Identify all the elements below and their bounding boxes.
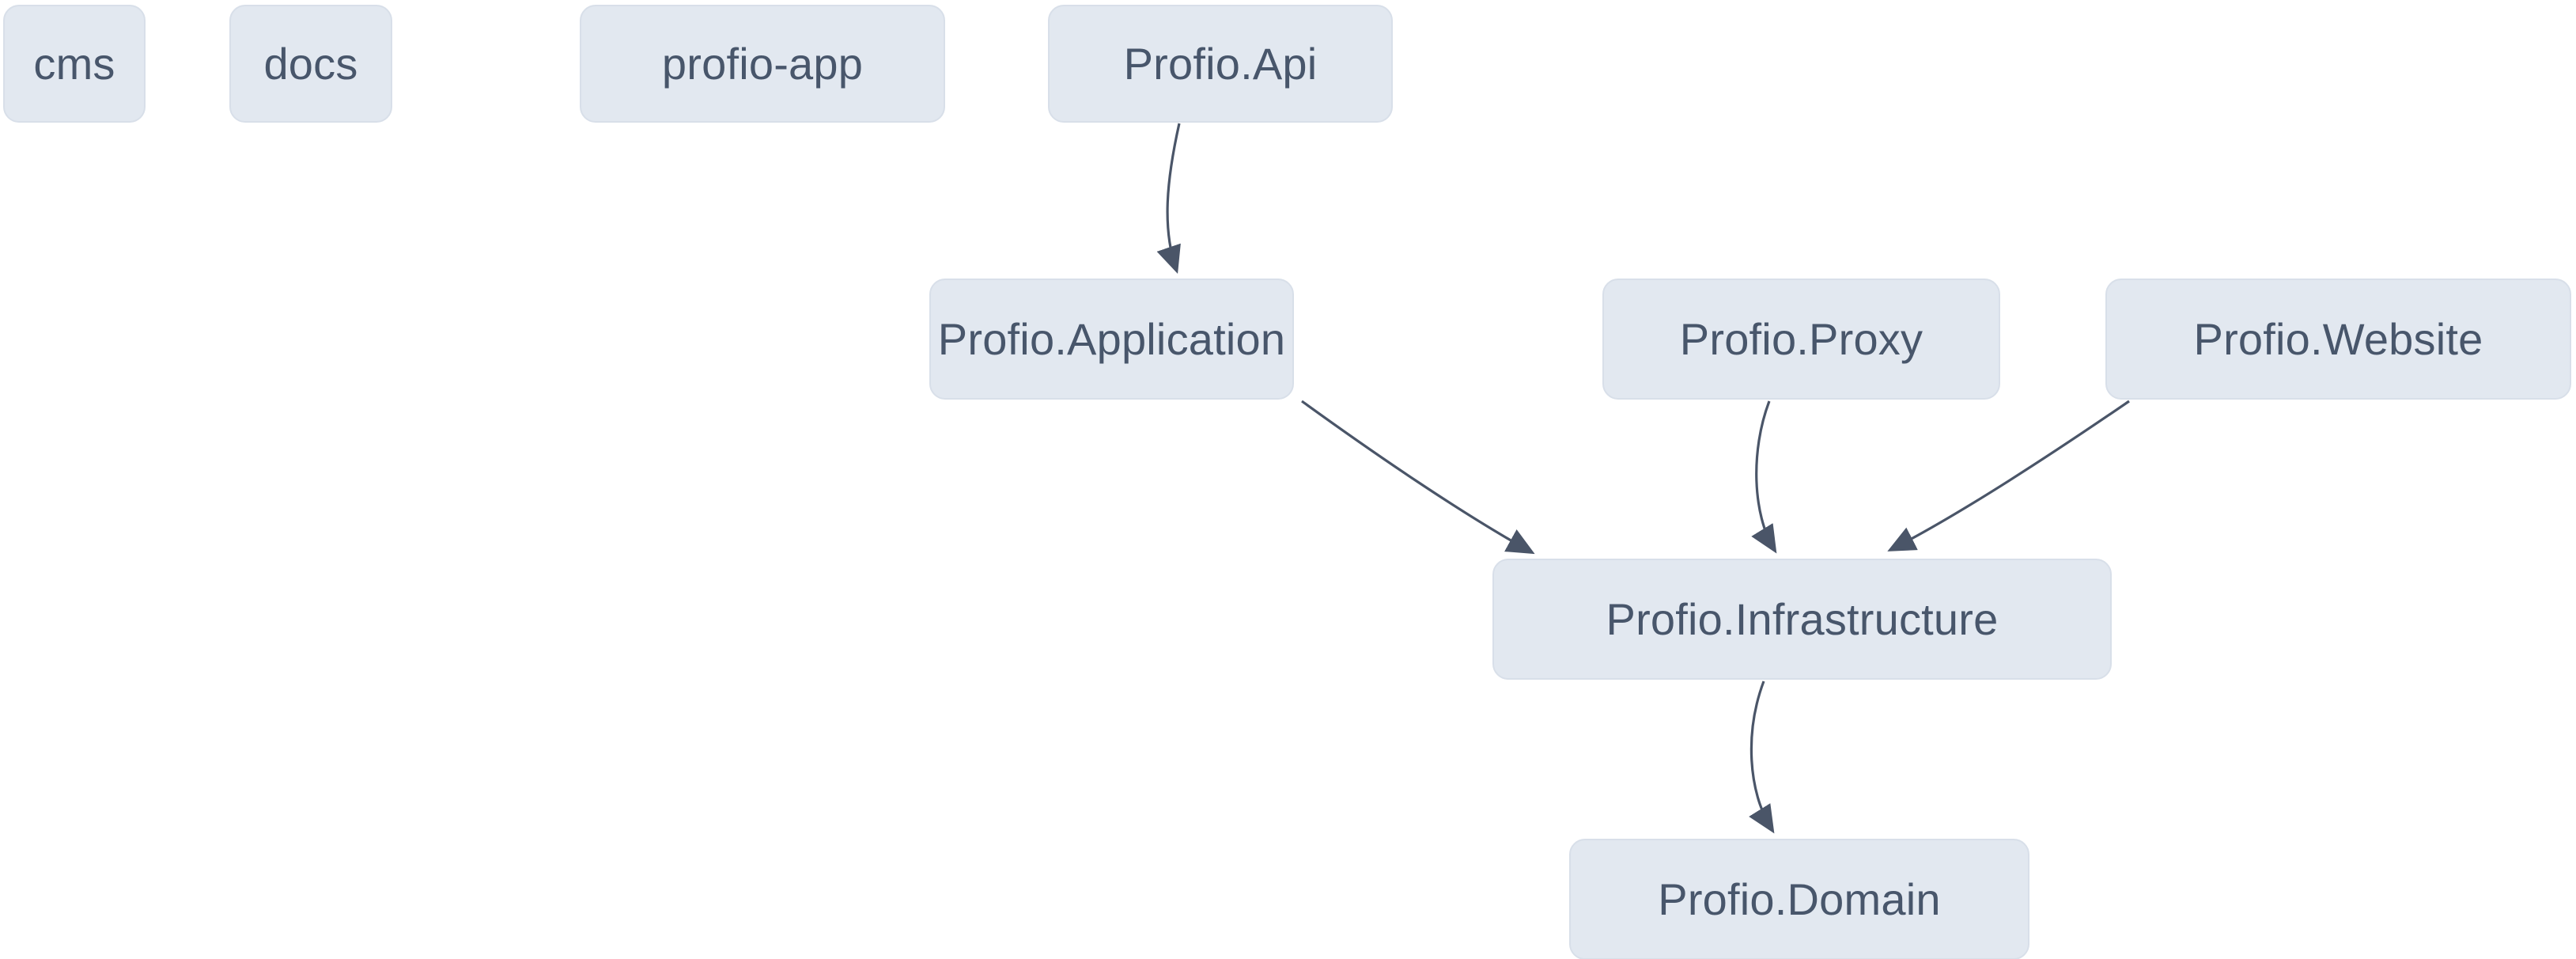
- node-label-application: Profio.Application: [937, 313, 1286, 364]
- node-proxy[interactable]: Profio.Proxy: [1602, 279, 2000, 400]
- edge-infrastructure-to-domain: [1749, 680, 1775, 834]
- node-label-proxy: Profio.Proxy: [1679, 313, 1923, 364]
- node-label-api: Profio.Api: [1123, 38, 1318, 89]
- node-label-docs: docs: [263, 38, 358, 89]
- edge-proxy-to-infrastructure: [1751, 400, 1777, 554]
- node-cms[interactable]: cms: [3, 5, 146, 123]
- node-label-profio-app: profio-app: [661, 38, 864, 89]
- edge-application-to-infrastructure: [1301, 400, 1535, 555]
- node-website[interactable]: Profio.Website: [2105, 279, 2571, 400]
- node-infrastructure[interactable]: Profio.Infrastructure: [1492, 559, 2112, 680]
- node-label-cms: cms: [33, 38, 115, 89]
- edge-api-to-application: [1156, 123, 1181, 275]
- node-application[interactable]: Profio.Application: [929, 279, 1294, 400]
- node-label-domain: Profio.Domain: [1658, 874, 1941, 924]
- edge-website-to-infrastructure: [1887, 400, 2130, 552]
- node-api[interactable]: Profio.Api: [1048, 5, 1393, 123]
- node-profio-app[interactable]: profio-app: [580, 5, 945, 123]
- node-docs[interactable]: docs: [229, 5, 392, 123]
- edges-group: [1156, 123, 2130, 834]
- node-label-website: Profio.Website: [2193, 313, 2483, 364]
- node-domain[interactable]: Profio.Domain: [1569, 839, 2029, 959]
- node-label-infrastructure: Profio.Infrastructure: [1606, 593, 1999, 644]
